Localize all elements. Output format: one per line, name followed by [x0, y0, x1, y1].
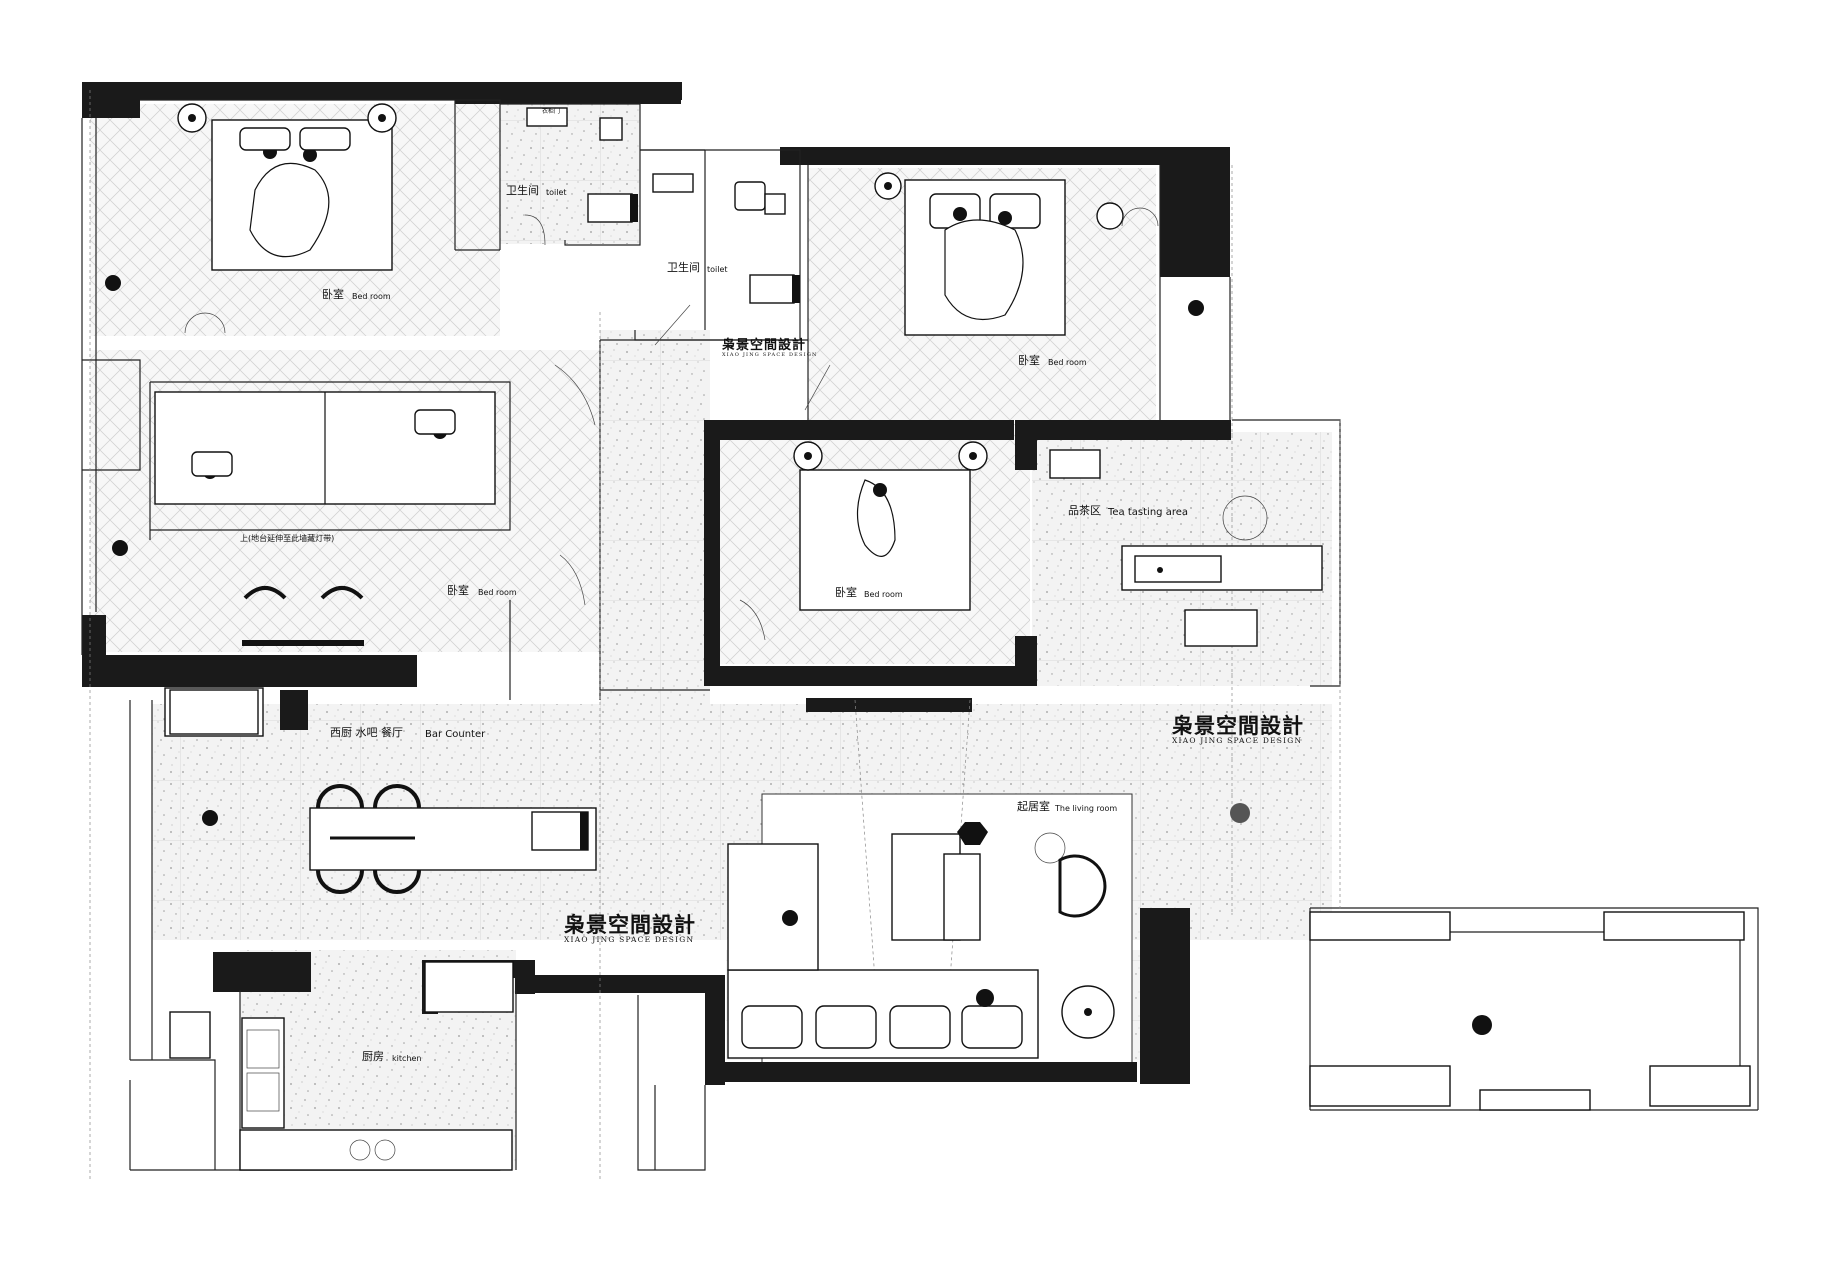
- figures: [105, 275, 1250, 1007]
- balcony: [1309, 911, 1751, 1111]
- kitchen-furniture: [169, 689, 514, 1171]
- door-swings: [184, 207, 1159, 641]
- outlines: [81, 90, 1759, 1180]
- platform-bed-west: [154, 391, 496, 505]
- tea-area-furniture: [1049, 449, 1323, 647]
- center-bed: [793, 441, 988, 611]
- east-bed: [874, 172, 1124, 336]
- master-bed: [177, 103, 397, 271]
- living-room-furniture: [727, 699, 1115, 1059]
- bar-counter-furniture: [164, 586, 597, 894]
- toilets: [526, 107, 800, 304]
